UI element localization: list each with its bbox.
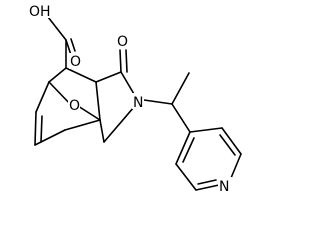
lactam-ring [95,49,135,143]
ketone-o-label: O [117,34,128,50]
bond-py-4-inner [197,179,217,185]
carboxyl-o-label: O [70,54,81,70]
bond-ch-ch3 [171,72,190,105]
pyridine-ring [175,127,242,191]
bond-c8-c7 [48,67,67,83]
bridge-o-label: O [69,98,80,114]
bond-py-6-inner [182,137,195,163]
bond-c4-c5side [64,119,101,131]
bond-c7-c6 [35,81,50,113]
bond-n-ch [143,99,173,105]
bond-c-o-double-b [70,38,76,52]
bond-c4-c1 [95,81,101,121]
bond-carbonyl-o-b [125,49,128,73]
bond-c4-ch2 [99,119,105,143]
bond-py-2-inner [219,134,236,156]
molecule-diagram: OH O O O N N [28,2,242,195]
carboxyl-oh-label: OH [29,4,51,20]
carboxylic-acid-group [47,16,76,69]
bond-py-1 [189,127,223,133]
bond-carbonyl-o-a [119,49,122,73]
bond-c6-c5 [34,111,37,146]
pyridine-n-label: N [219,179,229,195]
bond-py-2 [221,127,242,155]
bond-o-c4 [77,105,101,121]
bond-py-3 [230,153,242,179]
bond-py-4 [195,184,220,191]
bond-py-5 [175,163,197,191]
ethyl-linker [143,72,191,133]
bond-c6-c5-double [40,115,43,143]
atom-labels: OH O O O N N [28,2,232,195]
bond-carbonyl-n [120,71,135,95]
ring-n-label: N [133,95,143,111]
bond-c-o-double-a [65,39,72,56]
bond-py-6 [175,131,191,165]
bond-c5-c4 [34,129,66,146]
bond-c1-carbonyl [95,71,122,83]
bond-c-oh [47,16,67,41]
bond-n-ch2 [103,106,135,143]
bond-c8-c1 [65,67,97,83]
bicyclic-core [34,67,105,146]
bond-ch-pyridine [171,103,191,133]
